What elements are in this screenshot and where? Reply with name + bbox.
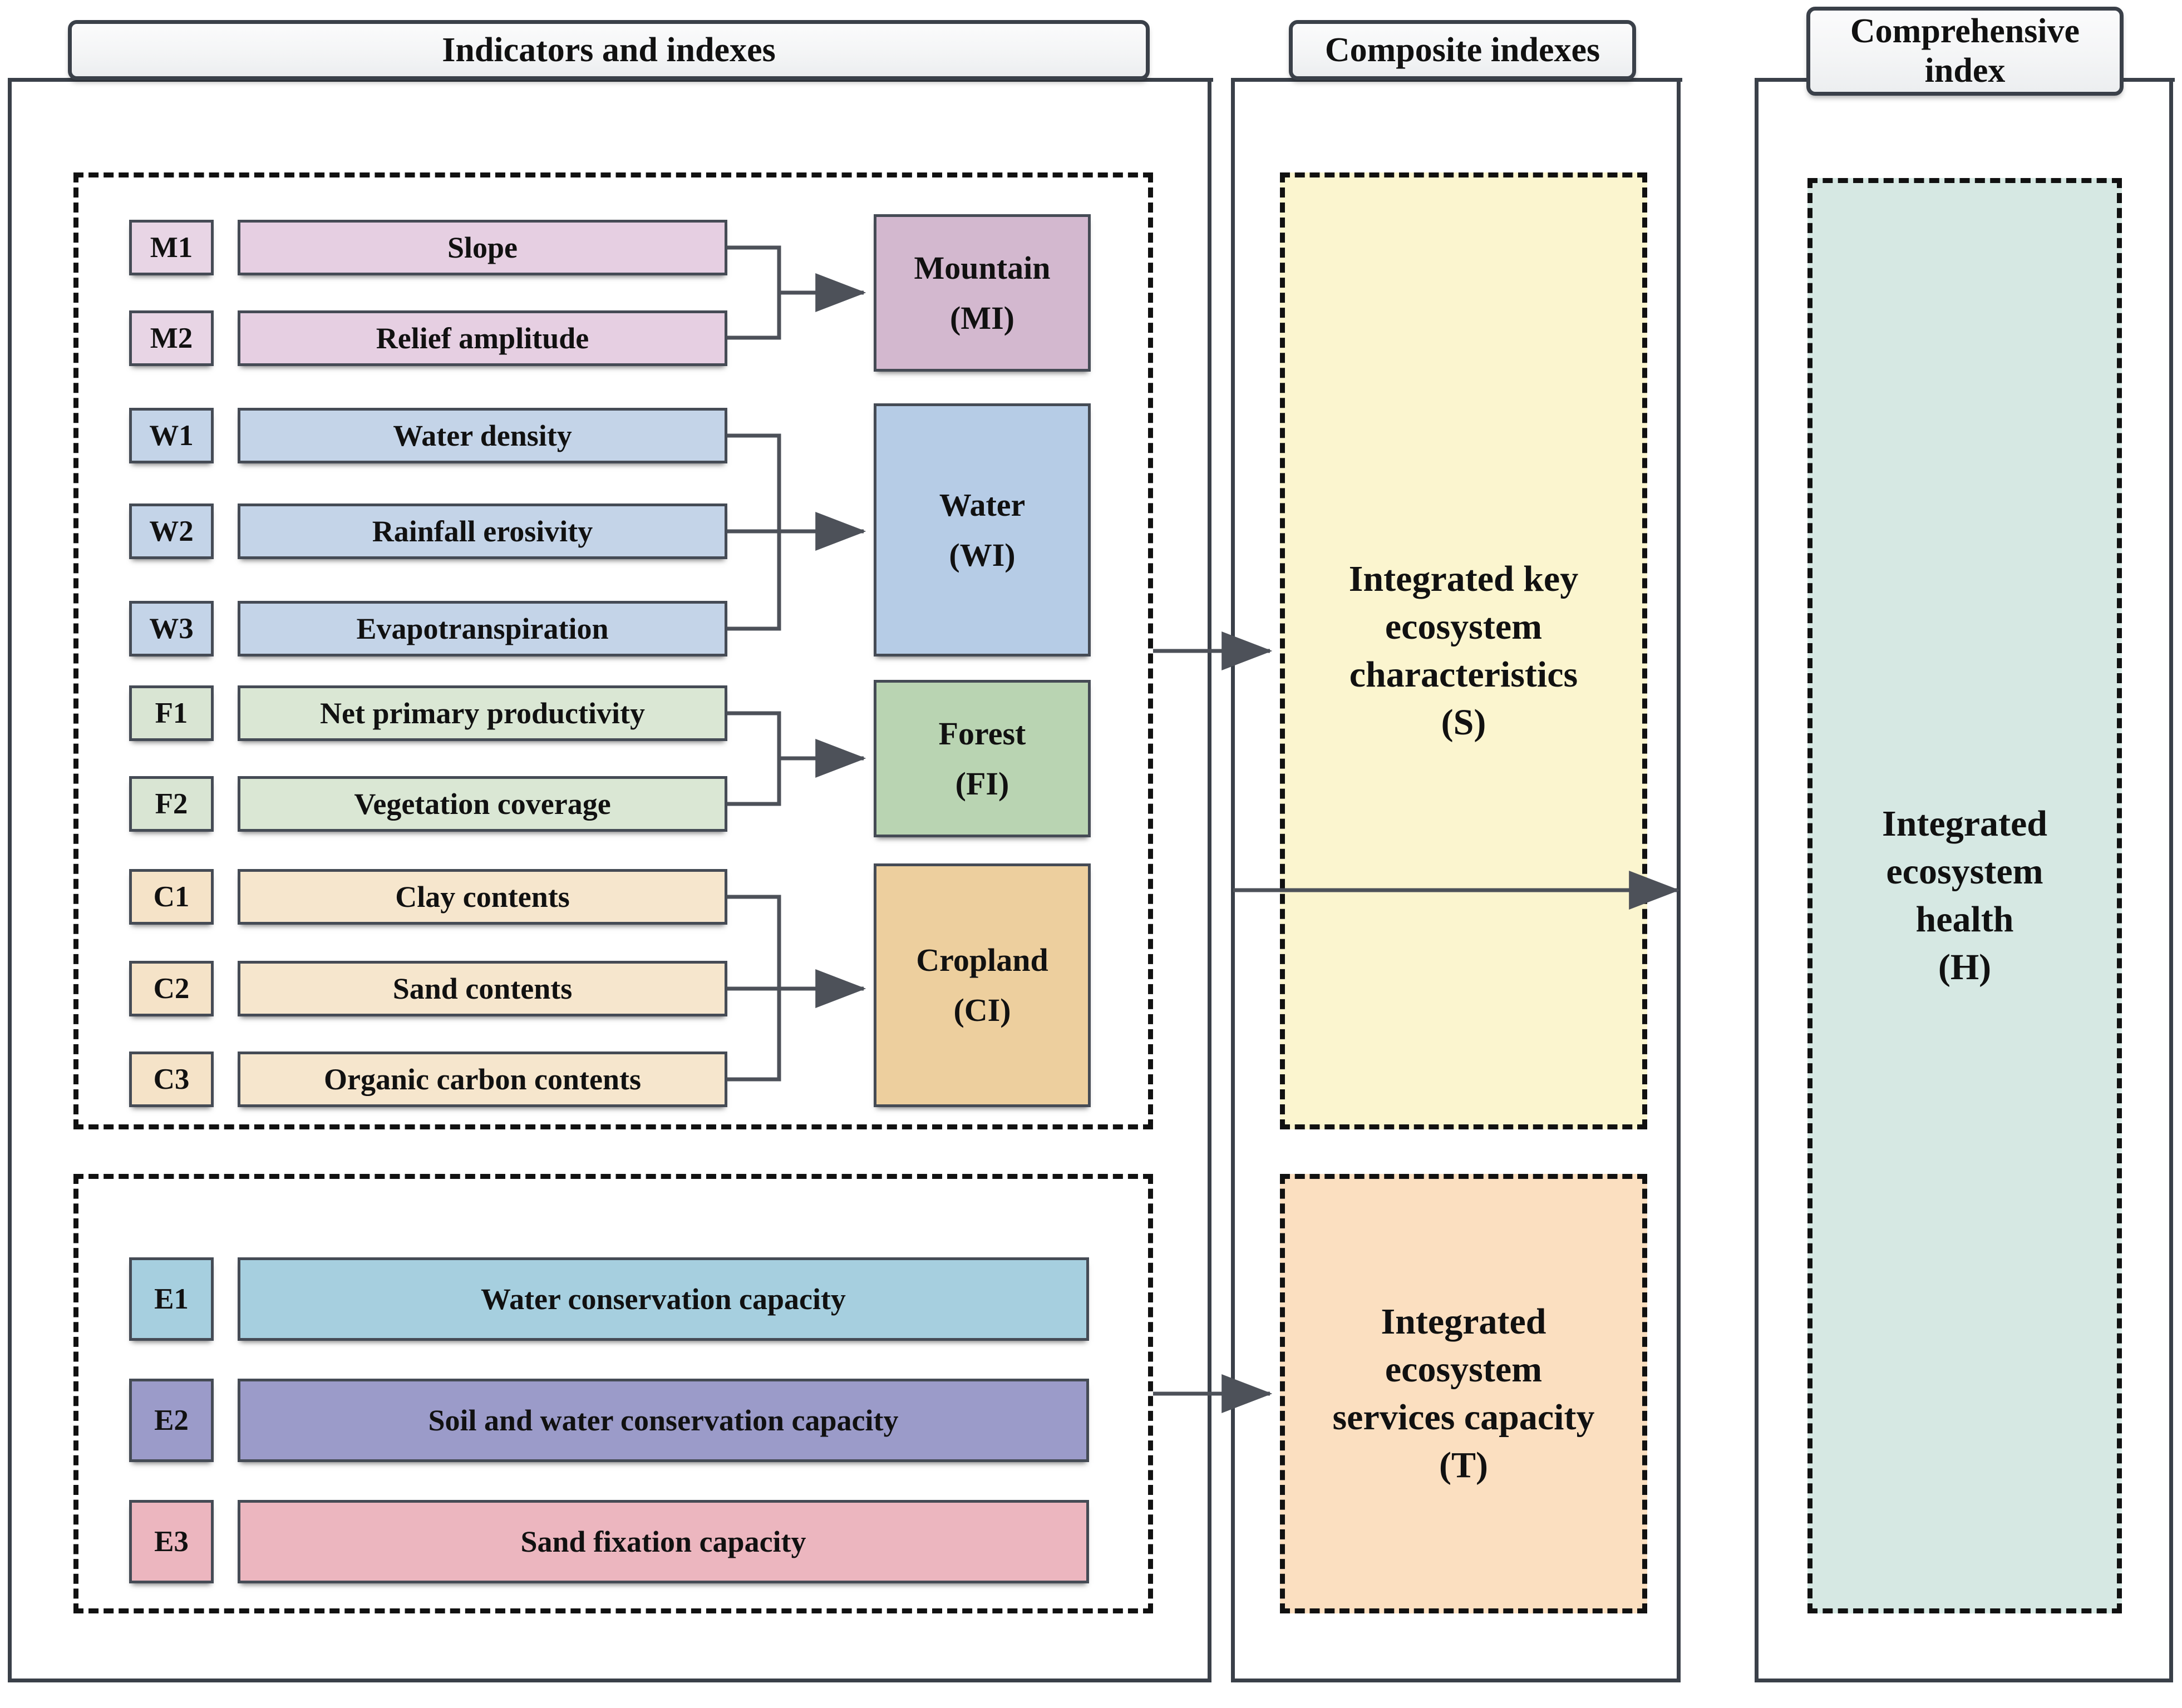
comprehensive-index-H-line3: health <box>1915 899 2014 940</box>
header-connector-indicators-left <box>8 78 72 82</box>
composite-index-forest-line2: (FI) <box>955 765 1009 802</box>
indicator-code-C3-label: C3 <box>153 1063 190 1095</box>
indicator-bar-E2: Soil and water conservation capacity <box>238 1379 1089 1462</box>
indicator-code-W3: W3 <box>129 601 214 656</box>
comprehensive-index-H-line2: ecosystem <box>1886 851 2043 892</box>
composite-index-mountain: Mountain (MI) <box>874 214 1091 372</box>
indicator-bar-W3-label: Evapotranspiration <box>356 612 609 645</box>
composite-index-mountain-line1: Mountain <box>914 249 1051 286</box>
header-comprehensive-label-line1: Comprehensive <box>1850 12 2080 51</box>
indicator-code-C1-label: C1 <box>153 881 190 913</box>
composite-index-cropland-line2: (CI) <box>953 992 1011 1028</box>
header-connector-indicators-right <box>1146 78 1213 82</box>
header-comprehensive-label-line2: index <box>1924 52 2006 90</box>
indicator-code-F2: F2 <box>129 776 214 832</box>
indicator-code-W3-label: W3 <box>149 613 194 645</box>
composite-index-T-line1: Integrated <box>1381 1301 1546 1342</box>
indicator-code-M2: M2 <box>129 310 214 366</box>
comprehensive-index-H-line4: (H) <box>1938 946 1992 988</box>
indicator-bar-E1-label: Water conservation capacity <box>481 1282 846 1316</box>
indicator-code-E3-label: E3 <box>154 1526 189 1558</box>
indicator-code-E1-label: E1 <box>154 1283 189 1315</box>
indicator-code-F1-label: F1 <box>155 697 188 729</box>
composite-index-cropland: Cropland (CI) <box>874 863 1091 1107</box>
header-connector-comprehensive-right <box>2120 78 2175 82</box>
indicator-bar-C1: Clay contents <box>238 869 727 925</box>
composite-index-water-line1: Water <box>939 486 1026 523</box>
composite-index-S-line4: (S) <box>1441 702 1486 743</box>
indicator-bar-C2-label: Sand contents <box>392 972 573 1005</box>
indicator-bar-W1: Water density <box>238 408 727 463</box>
header-connector-composite-left <box>1231 78 1292 82</box>
header-composite-indexes: Composite indexes <box>1289 20 1636 80</box>
composite-index-T-line3: services capacity <box>1332 1397 1595 1438</box>
comprehensive-index-H-line1: Integrated <box>1882 803 2047 845</box>
composite-index-T: Integrated ecosystem services capacity (… <box>1280 1174 1647 1613</box>
indicator-bar-F2-label: Vegetation coverage <box>354 787 611 821</box>
indicator-code-W2: W2 <box>129 503 214 559</box>
composite-index-T-line2: ecosystem <box>1385 1349 1543 1390</box>
header-composite-label: Composite indexes <box>1324 31 1600 69</box>
indicator-bar-E2-label: Soil and water conservation capacity <box>428 1404 899 1437</box>
composite-index-S: Integrated key ecosystem characteristics… <box>1280 172 1647 1129</box>
indicator-bar-W2: Rainfall erosivity <box>238 503 727 559</box>
indicator-code-C2: C2 <box>129 961 214 1016</box>
indicator-code-W1: W1 <box>129 408 214 463</box>
indicator-code-C1: C1 <box>129 869 214 925</box>
composite-index-S-line3: characteristics <box>1349 654 1578 695</box>
indicator-code-M2-label: M2 <box>150 322 193 354</box>
indicator-bar-M2: Relief amplitude <box>238 310 727 366</box>
indicator-code-M1-label: M1 <box>150 231 193 264</box>
indicator-bar-C3-label: Organic carbon contents <box>324 1063 641 1096</box>
indicator-code-E3: E3 <box>129 1500 214 1583</box>
indicator-bar-F1-label: Net primary productivity <box>320 697 645 730</box>
indicator-code-C2-label: C2 <box>153 973 190 1005</box>
indicator-code-E2: E2 <box>129 1379 214 1462</box>
indicator-code-C3: C3 <box>129 1052 214 1107</box>
indicator-bar-F1: Net primary productivity <box>238 685 727 741</box>
indicator-bar-M2-label: Relief amplitude <box>376 322 589 355</box>
dashed-group-ecosystem-services <box>73 1174 1153 1613</box>
indicator-code-E1: E1 <box>129 1257 214 1341</box>
indicator-code-M1: M1 <box>129 220 214 275</box>
composite-index-forest: Forest (FI) <box>874 680 1091 837</box>
composite-index-water: Water (WI) <box>874 403 1091 656</box>
dashed-group-key-characteristics <box>73 172 1153 1129</box>
indicator-bar-C3: Organic carbon contents <box>238 1052 727 1107</box>
composite-index-S-line1: Integrated key <box>1348 559 1579 600</box>
composite-index-T-line4: (T) <box>1439 1444 1488 1485</box>
indicator-code-W2-label: W2 <box>149 515 194 547</box>
indicator-code-F1: F1 <box>129 685 214 741</box>
comprehensive-index-H: Integrated ecosystem health (H) <box>1807 178 2122 1613</box>
indicator-bar-E3: Sand fixation capacity <box>238 1500 1089 1583</box>
indicator-code-F2-label: F2 <box>155 788 188 820</box>
composite-index-water-line2: (WI) <box>949 536 1016 573</box>
indicator-bar-W2-label: Rainfall erosivity <box>372 515 593 548</box>
indicator-bar-M1-label: Slope <box>447 231 518 264</box>
header-indicators-and-indexes: Indicators and indexes <box>68 20 1150 80</box>
indicator-bar-E1: Water conservation capacity <box>238 1257 1089 1341</box>
composite-index-cropland-line1: Cropland <box>916 942 1048 979</box>
indicator-bar-W1-label: Water density <box>393 419 572 452</box>
header-indicators-label: Indicators and indexes <box>442 31 776 69</box>
indicator-bar-F2: Vegetation coverage <box>238 776 727 832</box>
header-comprehensive-index: Comprehensive index <box>1806 7 2124 96</box>
indicator-code-W1-label: W1 <box>149 419 194 452</box>
indicator-bar-C2: Sand contents <box>238 961 727 1016</box>
indicator-bar-C1-label: Clay contents <box>395 880 570 914</box>
composite-index-S-line2: ecosystem <box>1385 606 1543 648</box>
composite-index-mountain-line2: (MI) <box>950 299 1014 336</box>
composite-index-forest-line1: Forest <box>938 715 1026 752</box>
header-connector-comprehensive-left <box>1755 78 1810 82</box>
indicator-code-E2-label: E2 <box>154 1404 189 1437</box>
indicator-bar-W3: Evapotranspiration <box>238 601 727 656</box>
indicator-bar-E3-label: Sand fixation capacity <box>520 1525 806 1558</box>
header-connector-composite-right <box>1633 78 1682 82</box>
indicator-bar-M1: Slope <box>238 220 727 275</box>
